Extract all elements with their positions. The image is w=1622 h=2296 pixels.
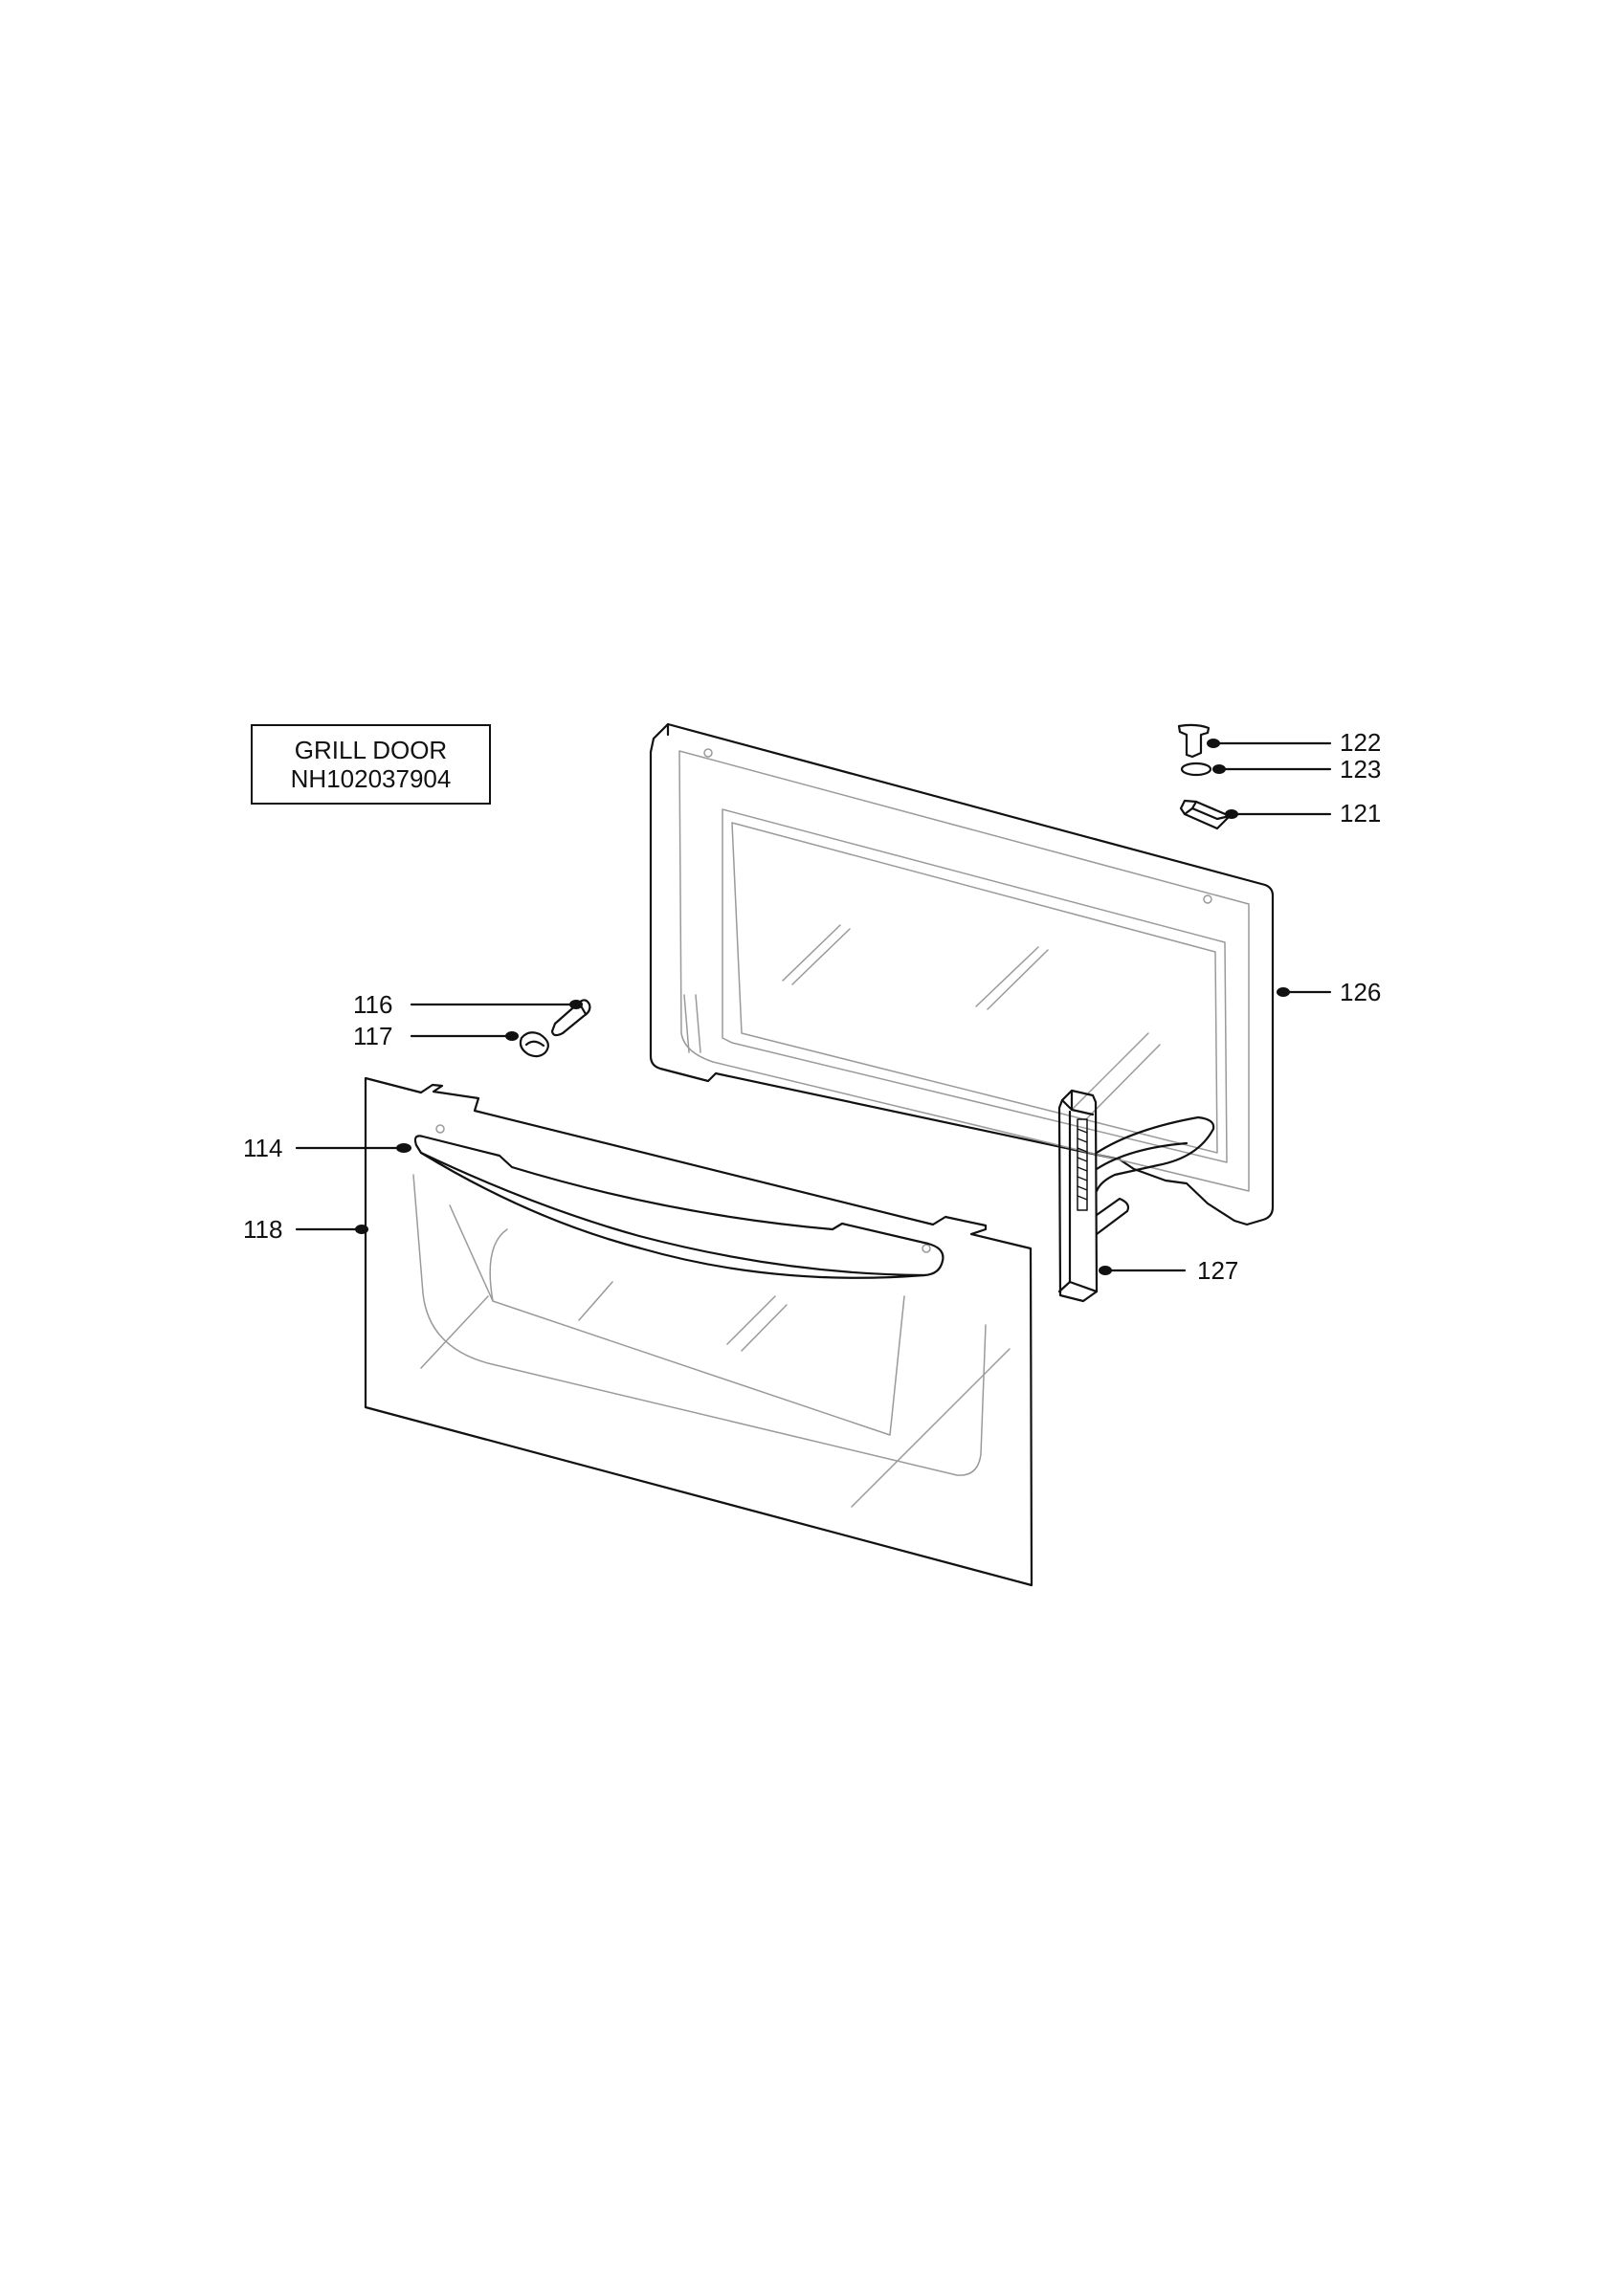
callout-122: 122 xyxy=(1340,728,1382,757)
leader-lines xyxy=(295,741,1332,1272)
callout-114: 114 xyxy=(243,1134,283,1162)
callout-118: 118 xyxy=(243,1215,283,1244)
clip-121 xyxy=(1179,799,1232,830)
callout-121: 121 xyxy=(1340,799,1382,828)
door-hinge xyxy=(1057,1089,1215,1303)
part-number: NH102037904 xyxy=(290,764,452,793)
door-handle xyxy=(413,1135,944,1279)
callout-117: 117 xyxy=(353,1022,393,1050)
diagram-title: GRILL DOOR xyxy=(294,736,448,764)
leader-dots xyxy=(355,739,1290,1275)
screw-122 xyxy=(1177,723,1211,759)
cam-117 xyxy=(519,1031,549,1058)
callout-126: 126 xyxy=(1340,978,1382,1006)
callout-116: 116 xyxy=(353,990,393,1019)
front-glass-panel xyxy=(364,1076,1033,1587)
callout-127: 127 xyxy=(1197,1256,1239,1285)
diagram-title-box: GRILL DOOR NH102037904 xyxy=(251,724,491,805)
callout-123: 123 xyxy=(1340,755,1382,784)
rear-door-frame xyxy=(649,722,1275,1226)
washer-123 xyxy=(1180,762,1212,777)
